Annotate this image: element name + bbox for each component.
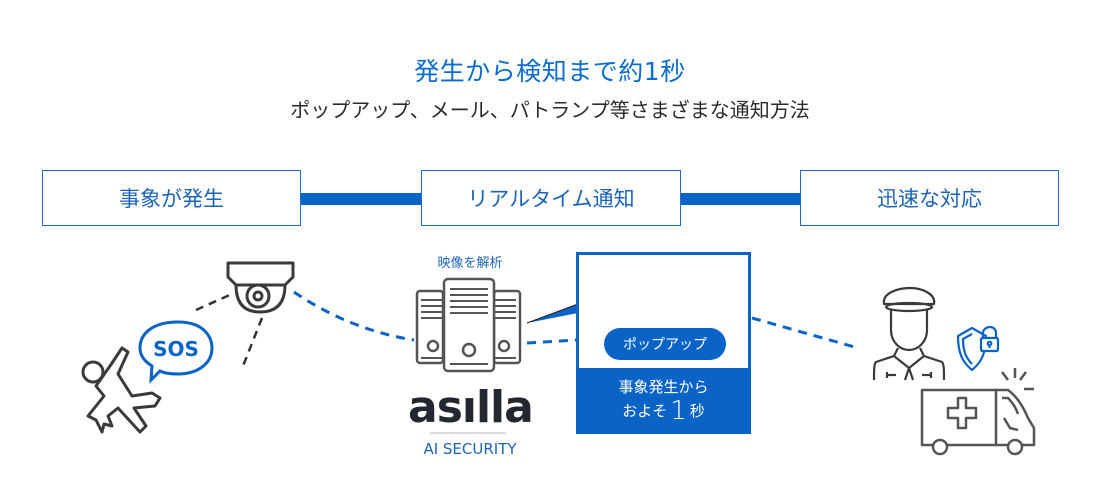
- step-label: 迅速な対応: [877, 187, 982, 211]
- camera-to-server-line: [293, 290, 415, 342]
- camera-view-line-down: [241, 317, 264, 367]
- page-title: 発生から検知まで約1秒: [414, 57, 686, 86]
- time-prefix: およそ: [622, 402, 668, 420]
- server-to-popup-line: [526, 338, 578, 345]
- step-event-occurs: 事象が発生: [42, 170, 301, 226]
- page-subtitle: ポップアップ、メール、パトランプ等さまざまな通知方法: [290, 98, 810, 122]
- step-rapid-response: 迅速な対応: [800, 170, 1059, 226]
- time-value: 1: [670, 396, 687, 426]
- ai-security-label: AI SECURITY: [423, 440, 517, 458]
- sos-text: SOS: [153, 337, 199, 361]
- shield-lock-icon: [956, 325, 1000, 372]
- camera-view-line-left: [195, 292, 233, 312]
- popup-time-panel: [576, 368, 751, 434]
- asilla-logo: asılla: [408, 382, 534, 433]
- falling-person-icon: [81, 346, 162, 434]
- ambulance-icon: [920, 368, 1036, 456]
- time-unit: 秒: [689, 402, 705, 420]
- popup-to-response-line: [751, 316, 859, 350]
- analysis-label: 映像を解析: [437, 256, 503, 271]
- sos-speech-bubble-icon: SOS: [138, 320, 214, 384]
- dome-camera-icon: [226, 261, 295, 314]
- step-label: 事象が発生: [119, 187, 224, 211]
- server-rack-icon: [415, 277, 522, 373]
- step-realtime-notification: リアルタイム通知: [421, 170, 681, 226]
- step-connector-2: [680, 193, 802, 205]
- time-line-1: 事象発生から: [618, 378, 709, 396]
- popup-button[interactable]: ポップアップ: [604, 328, 726, 360]
- step-label: リアルタイム通知: [467, 187, 635, 211]
- security-guard-icon: [872, 286, 946, 381]
- step-connector-1: [300, 193, 422, 205]
